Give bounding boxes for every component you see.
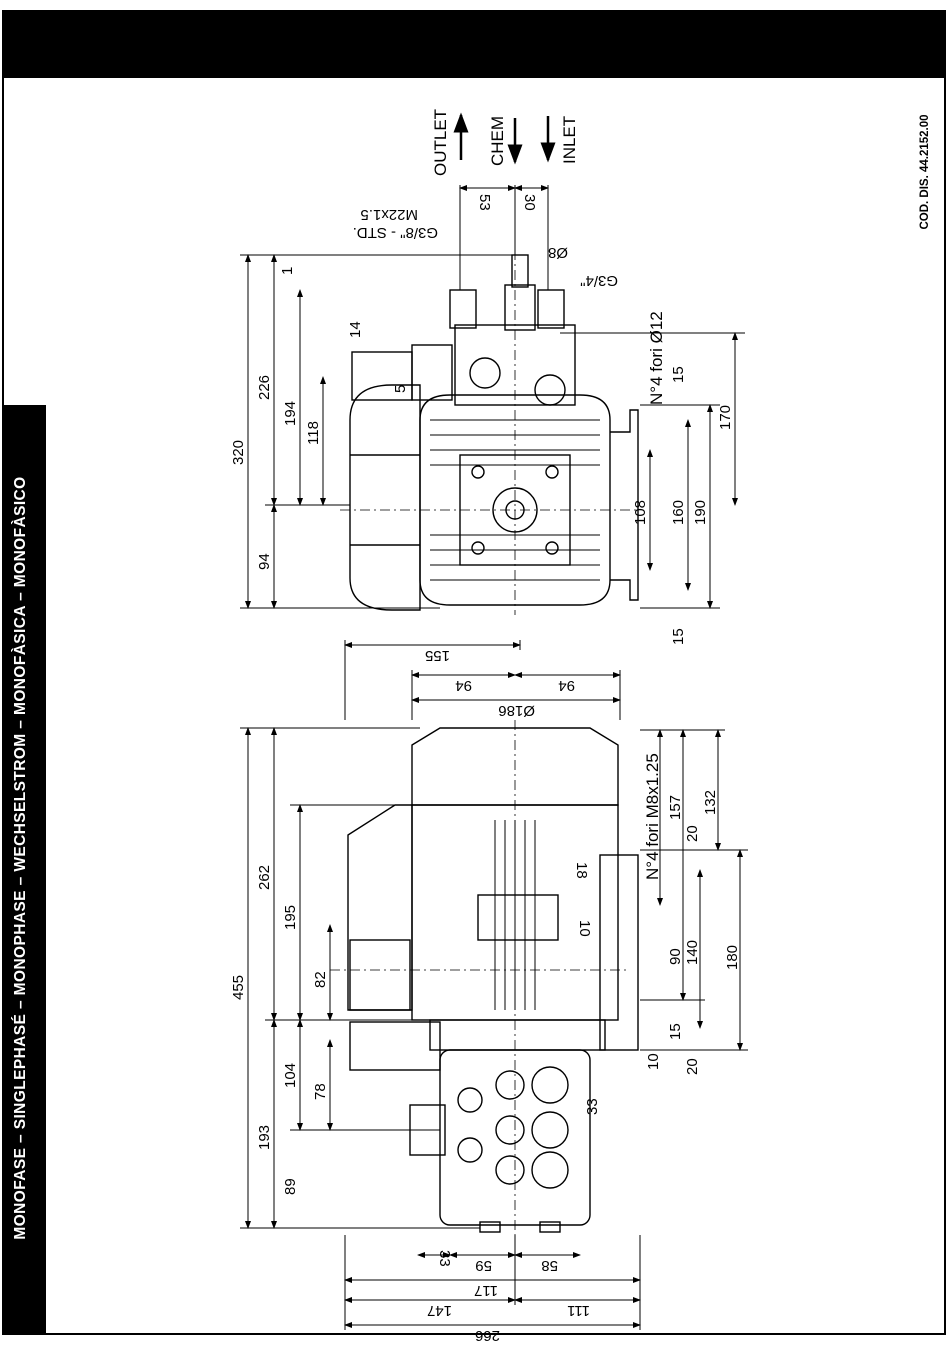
dim-53: 53	[476, 194, 493, 211]
inlet-fitting	[537, 289, 565, 329]
drawing-frame	[2, 10, 946, 1335]
dim-10-a: 10	[576, 920, 593, 937]
dim-59: 59	[475, 1257, 492, 1274]
motor-fan-cover	[349, 384, 421, 611]
dim-266: 266	[475, 1327, 500, 1344]
dim-82: 82	[312, 971, 329, 988]
side-view	[330, 720, 639, 1235]
valve-body	[411, 344, 453, 401]
top-view-dimensions	[240, 185, 745, 609]
base-plate	[610, 409, 639, 601]
outlet-label: OUTLET	[431, 109, 450, 176]
dim-194: 194	[282, 401, 299, 426]
dim-d186: Ø186	[498, 702, 535, 719]
dim-190: 190	[692, 500, 709, 525]
top-view-dimension-text: 320 226 194 118 94 14 5 1 53 30 15 108 1…	[230, 194, 734, 645]
dim-5: 5	[392, 385, 409, 393]
top-view	[340, 250, 640, 615]
dim-140: 140	[684, 940, 701, 965]
pump-head-side	[439, 1049, 591, 1226]
chem-nozzle	[511, 254, 529, 288]
header-bar	[4, 12, 944, 78]
dim-320: 320	[230, 440, 247, 465]
dim-195: 195	[282, 905, 299, 930]
dim-226: 226	[256, 375, 273, 400]
thread-g38: G3/8" - STD.	[353, 224, 438, 241]
dim-78: 78	[312, 1083, 329, 1100]
mounting-foot	[599, 854, 639, 1051]
dim-1: 1	[279, 267, 296, 275]
capacitor	[349, 939, 411, 1011]
dim-147: 147	[427, 1302, 452, 1319]
outlet-fitting	[449, 289, 477, 329]
flow-labels: OUTLET CHEM INLET	[431, 109, 579, 176]
chemical-injector	[504, 284, 536, 331]
terminal-box	[347, 804, 413, 1011]
dim-20-b: 20	[684, 1058, 701, 1075]
holes-m8: N°4 fori M8x1.25	[643, 753, 662, 880]
dim-108: 108	[632, 500, 649, 525]
thread-g34: G3/4"	[580, 272, 618, 289]
dim-118: 118	[305, 421, 322, 445]
dim-455: 455	[230, 975, 247, 1000]
dim-14: 14	[347, 321, 364, 338]
dim-94-left: 94	[455, 677, 472, 694]
dim-117: 117	[474, 1282, 498, 1299]
dim-33-bottom: 33	[436, 1250, 453, 1267]
dim-10-b: 10	[645, 1053, 662, 1070]
inlet-label: INLET	[560, 116, 579, 164]
holes-d12: N°4 fori Ø12	[647, 311, 666, 405]
dim-30: 30	[521, 194, 538, 211]
side-fins	[494, 820, 536, 1010]
dim-20-a: 20	[684, 825, 701, 842]
thread-m22: M22x1.5	[360, 206, 418, 223]
dim-33: 33	[584, 1098, 601, 1115]
dim-160: 160	[670, 500, 687, 525]
side-center-lines	[330, 720, 630, 1235]
dim-15-side: 15	[667, 1023, 684, 1040]
dim-170: 170	[717, 405, 734, 430]
dim-94-right: 94	[558, 677, 575, 694]
dim-180: 180	[724, 945, 741, 970]
dim-15-top-b: 15	[670, 628, 687, 645]
dim-90: 90	[667, 948, 684, 965]
dim-94-top: 94	[256, 553, 273, 570]
dim-18: 18	[573, 862, 590, 879]
dim-58: 58	[541, 1257, 558, 1274]
side-view-dimension-text: 155 94 94 Ø186 455 262 195 82 193 104 78…	[230, 647, 741, 1344]
dim-262: 262	[256, 865, 273, 890]
pump-flange-side	[429, 1019, 606, 1051]
dim-15-top-a: 15	[670, 366, 687, 383]
dim-89: 89	[282, 1178, 299, 1195]
title-band	[4, 405, 46, 1335]
dim-104: 104	[282, 1063, 299, 1088]
rating-plate	[477, 894, 559, 941]
dim-157: 157	[667, 795, 684, 820]
dim-193: 193	[256, 1125, 273, 1150]
side-view-dimensions	[240, 640, 748, 1330]
dim-132: 132	[702, 790, 719, 815]
chem-label: CHEM	[488, 116, 507, 166]
unloader-valve	[349, 1021, 441, 1071]
dim-111: 111	[567, 1302, 590, 1319]
dim-155: 155	[425, 647, 450, 664]
center-lines	[340, 250, 640, 615]
thread-d8: Ø8	[548, 244, 568, 261]
